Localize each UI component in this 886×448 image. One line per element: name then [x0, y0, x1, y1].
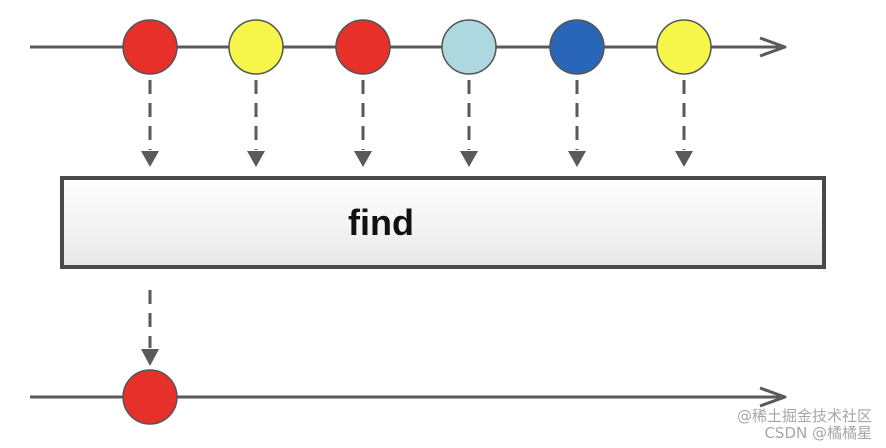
input-marble — [228, 19, 284, 75]
input-connector-arrowhead — [354, 151, 372, 167]
output-marbles — [122, 369, 178, 425]
input-marble — [441, 19, 497, 75]
watermark-line-2: CSDN @橘橘星 — [764, 424, 872, 442]
operator-label: find — [348, 202, 414, 243]
input-marble — [656, 19, 712, 75]
output-connectors — [141, 290, 159, 366]
input-marbles — [122, 19, 712, 75]
input-marble — [549, 19, 605, 75]
watermark: @稀土掘金技术社区 CSDN @橘橘星 — [737, 408, 872, 442]
input-marble — [122, 19, 178, 75]
operator-box: find — [60, 176, 826, 269]
watermark-line-1: @稀土掘金技术社区 — [736, 407, 872, 425]
input-connector-arrowhead — [141, 151, 159, 167]
output-marble — [122, 369, 178, 425]
input-timeline-arrowhead — [759, 36, 787, 58]
operator-box-rect — [60, 176, 826, 269]
input-connectors — [141, 80, 693, 167]
input-marble — [335, 19, 391, 75]
input-connector-arrowhead — [568, 151, 586, 167]
output-timeline-arrowhead — [759, 386, 787, 408]
input-connector-arrowhead — [460, 151, 478, 167]
output-connector-arrowhead — [141, 349, 159, 366]
input-connector-arrowhead — [675, 151, 693, 167]
input-connector-arrowhead — [247, 151, 265, 167]
